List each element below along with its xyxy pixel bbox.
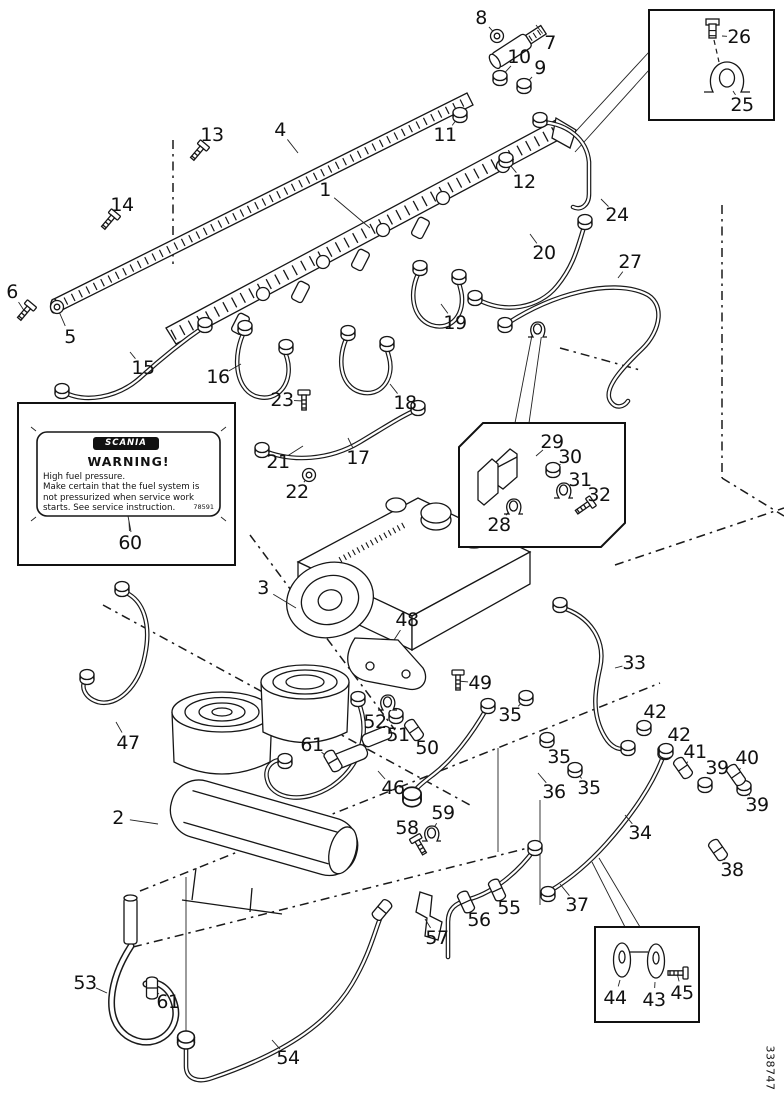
pipe-24 [538,120,591,210]
pipe-17 [260,407,420,460]
pipe-15 [60,324,207,399]
union-glyph [145,976,159,1000]
nut-glyph [567,761,583,779]
pipe-20 [473,222,587,309]
inset-box-middle [458,422,626,548]
washer-glyph [489,28,505,44]
clamp-glyph [377,694,398,711]
pump-bracket [347,637,427,691]
bolt-glyph [13,299,38,324]
washer-glyph [301,467,317,483]
standpipe [123,894,138,945]
fuel-filter-assembly [169,664,393,915]
nut-glyph [498,151,514,169]
pipe-46 [265,699,365,799]
warning-body-text: High fuel pressure.Make certain that the… [43,472,200,514]
drawing-number: 338747 [763,1045,777,1091]
pipe-36 [409,705,490,803]
nut-glyph [539,731,555,749]
union-glyph [671,755,695,781]
pipe-36 [410,706,489,802]
nut-glyph [388,707,404,725]
pipe-16 [236,328,290,399]
pipe-18 [340,333,392,395]
union-glyph [724,762,748,788]
nut-glyph [516,77,532,95]
pipe-bracket-57 [415,891,443,941]
pipe-47 [81,588,150,706]
bolt-glyph [186,139,211,164]
nut-glyph [492,69,508,87]
pipe-34 [547,751,667,894]
nut-glyph [636,719,652,737]
warning-heading: WARNING! [87,454,170,469]
bolt-glyph [297,389,311,411]
pipe-34 [548,752,666,893]
washer-glyph [49,299,65,315]
inset-box-top-right [648,9,775,121]
pipe-33 [558,605,629,751]
warning-label-code: 78591 [193,503,214,511]
injection-pump [285,497,532,652]
nut-glyph [697,776,713,794]
hose-53 [109,944,178,1044]
pipe-19 [412,268,464,328]
pipe-27 [503,286,660,408]
nut-glyph [518,689,534,707]
union-glyph [455,889,477,915]
union-glyph [402,717,426,743]
nut-glyph [452,106,468,124]
clamp-glyph [421,825,442,842]
pipe-54 [184,911,384,1082]
nut-glyph [658,742,674,760]
pipe-47 [82,589,149,704]
injector-unit [488,24,548,70]
bolt-glyph [451,669,465,691]
nut-glyph [545,461,561,479]
union-glyph [706,837,730,863]
warning-brand-logo: SCANIA [93,437,159,450]
pipe-54 [183,910,385,1083]
bolt-glyph [97,208,122,233]
warning-label-box [17,402,236,566]
